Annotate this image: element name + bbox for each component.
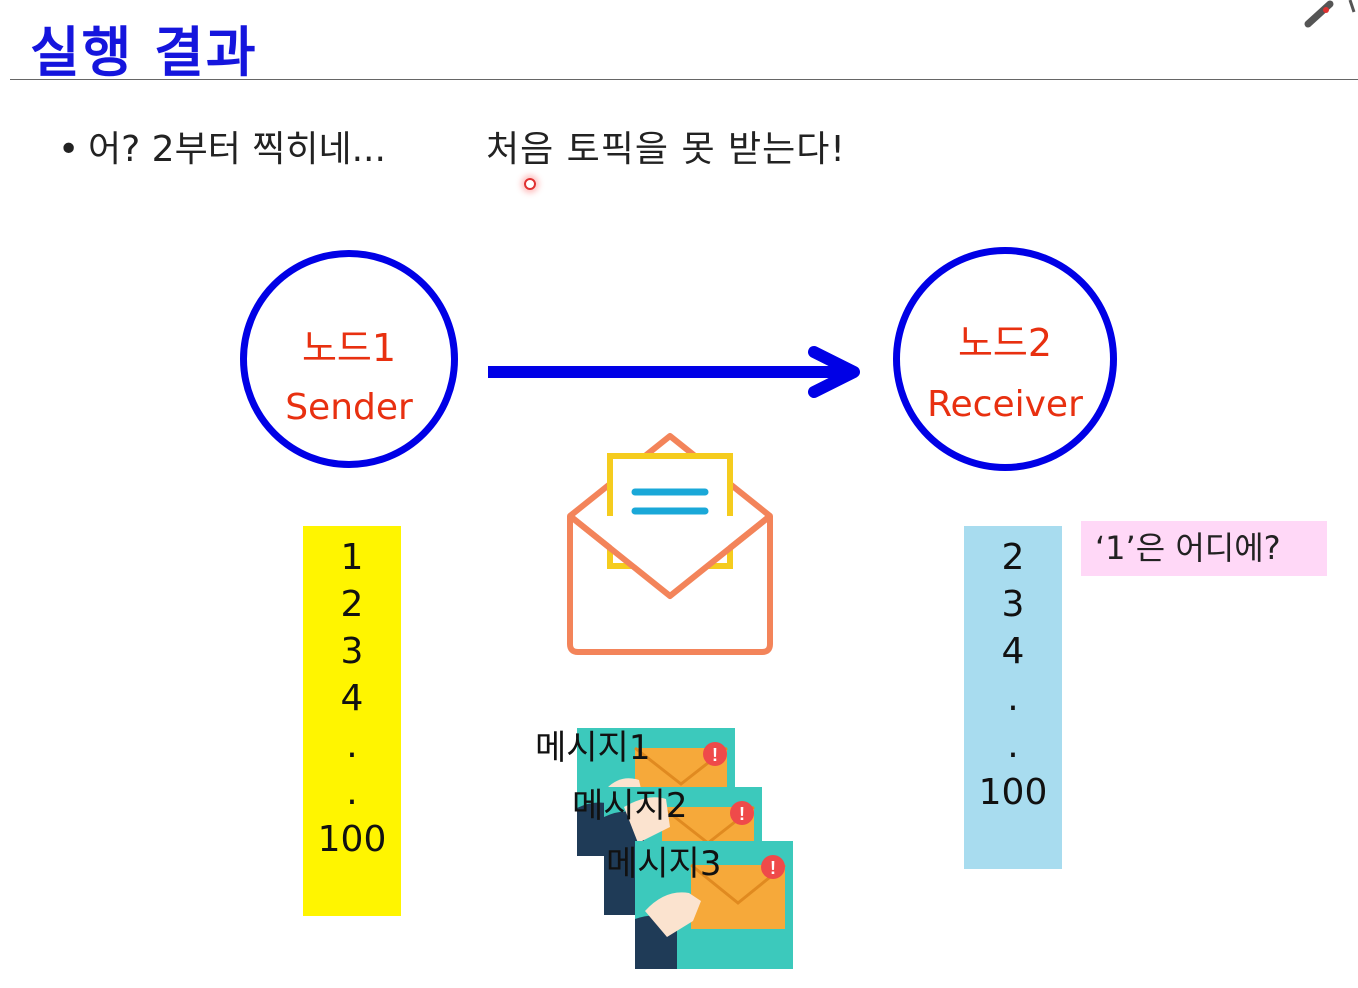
message-card-3: !	[635, 841, 793, 969]
bullet-item: •어? 2부터 찍히네...	[58, 120, 386, 172]
svg-text:!: !	[739, 804, 745, 824]
sender-value: 3	[340, 631, 364, 672]
bullet-dot: •	[58, 129, 80, 170]
message-label-2: 메시지2	[572, 786, 688, 826]
message-label-1: 메시지1	[535, 728, 651, 768]
receiver-values-column: 2 3 4 . . 100	[964, 526, 1062, 869]
receiver-value: 3	[1001, 584, 1025, 625]
bullet-conclusion: 처음 토픽을 못 받는다!	[486, 129, 846, 170]
sender-value: 4	[340, 678, 364, 719]
sender-value: .	[346, 772, 358, 813]
open-envelope-icon	[567, 433, 773, 655]
envelope-in-hand-icon: !	[635, 855, 786, 969]
bullet-text: 어? 2부터 찍히네...	[88, 129, 386, 170]
right-arrow-icon	[488, 346, 860, 398]
sender-value: 2	[340, 584, 364, 625]
receiver-value: .	[1007, 725, 1019, 766]
page-title: 실행 결과	[30, 21, 258, 84]
exclamation-badge-icon	[703, 742, 727, 766]
sender-values-column: 1 2 3 4 . . 100	[303, 526, 401, 916]
node-receiver: 노드2 Receiver	[893, 247, 1117, 471]
missing-message-callout: ‘1’은 어디에?	[1081, 521, 1327, 576]
receiver-value: 100	[978, 772, 1048, 813]
sender-value: .	[346, 725, 358, 766]
node1-title: 노드1	[301, 326, 397, 370]
receiver-value: .	[1007, 678, 1019, 719]
receiver-value: 2	[1001, 537, 1025, 578]
laser-pointer	[524, 178, 536, 190]
pen-tool-icon[interactable]	[1302, 0, 1358, 30]
exclamation-badge-icon	[761, 855, 785, 879]
sender-value: 1	[340, 537, 364, 578]
receiver-value: 4	[1001, 631, 1025, 672]
svg-text:!: !	[770, 858, 776, 878]
node2-role: Receiver	[927, 384, 1083, 425]
node2-title: 노드2	[957, 321, 1053, 365]
message-label-3: 메시지3	[606, 844, 722, 884]
node1-role: Sender	[285, 387, 413, 428]
exclamation-badge-icon	[730, 801, 754, 825]
node-sender: 노드1 Sender	[240, 250, 458, 468]
title-underline	[10, 79, 1358, 80]
svg-text:!: !	[712, 745, 718, 765]
sender-value: 100	[317, 819, 387, 860]
